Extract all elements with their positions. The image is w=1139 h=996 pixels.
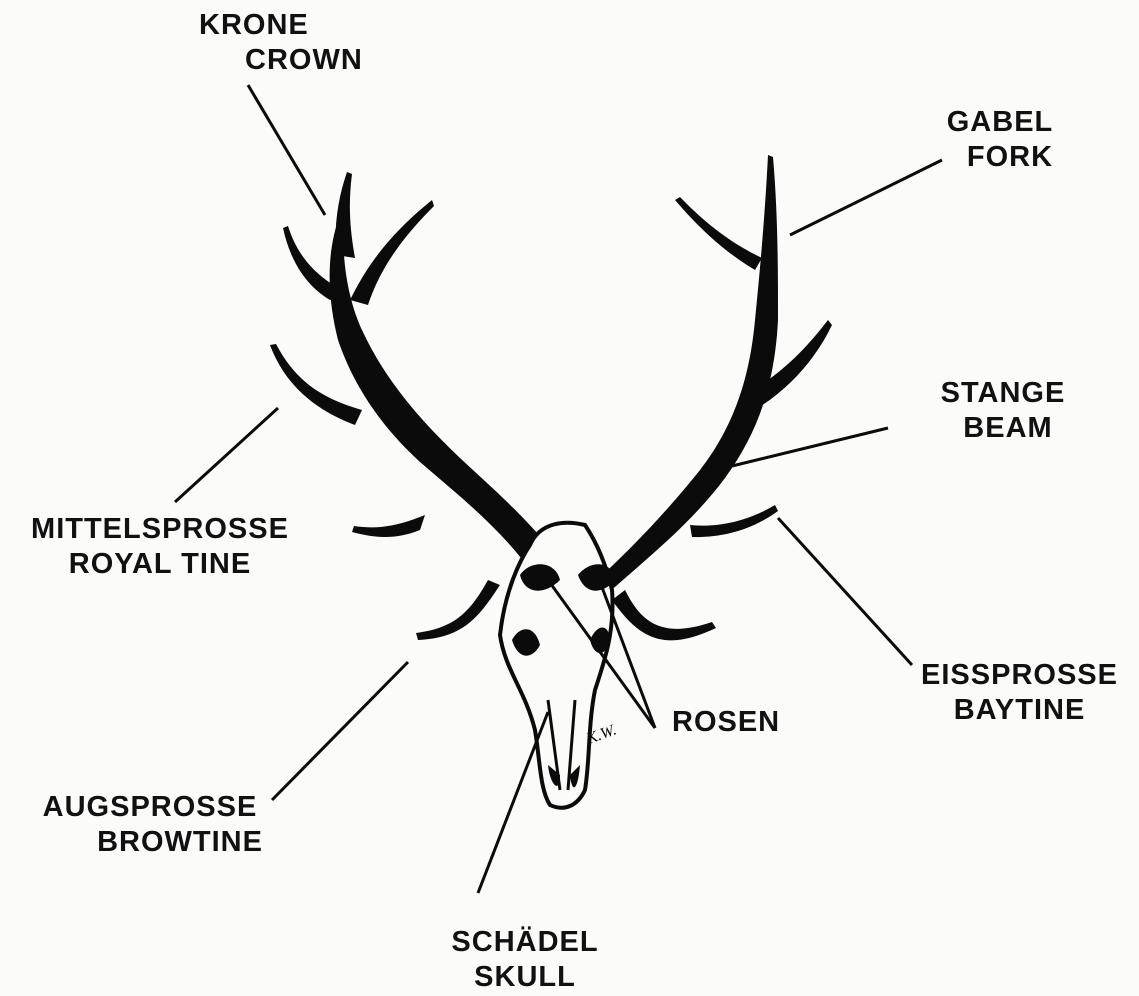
label-beam-de: STANGE (928, 376, 1078, 411)
label-brow-en: BROWTINE (20, 825, 280, 860)
label-crown-en: CROWN (195, 43, 365, 78)
skull (500, 523, 615, 808)
fork-leader (790, 160, 942, 235)
label-beam-en: BEAM (928, 411, 1078, 446)
right-fork-tine (675, 197, 762, 270)
label-brow-de: AUGSPROSSE (20, 790, 280, 825)
label-fork: GABEL FORK (940, 105, 1060, 175)
label-bay-tine: EISSPROSSE BAYTINE (912, 658, 1127, 728)
label-skull-de: SCHÄDEL (440, 925, 610, 960)
beam-leader (732, 428, 888, 466)
left-bay-tine (352, 515, 425, 537)
label-royal-en: ROYAL TINE (10, 547, 310, 582)
label-bay-de: EISSPROSSE (912, 658, 1127, 693)
label-beam: STANGE BEAM (928, 376, 1078, 446)
label-rosen: ROSEN (672, 705, 780, 740)
label-royal-de: MITTELSPROSSE (10, 512, 310, 547)
left-brow-tine (416, 580, 500, 640)
brow-leader (272, 662, 408, 800)
label-fork-en: FORK (940, 140, 1060, 175)
label-skull-en: SKULL (440, 960, 610, 995)
skull-leader (478, 712, 548, 893)
label-brow-tine: AUGSPROSSE BROWTINE (20, 790, 280, 860)
label-skull: SCHÄDEL SKULL (440, 925, 610, 995)
label-bay-en: BAYTINE (912, 693, 1127, 728)
right-brow-tine (612, 590, 716, 640)
left-crown-tine-middle (335, 172, 355, 258)
label-crown-de: KRONE (195, 8, 365, 43)
label-crown: KRONE CROWN (195, 8, 365, 78)
left-crown-tine-inner (350, 200, 434, 305)
crown-leader (248, 85, 325, 215)
right-beam (575, 155, 778, 600)
right-antler (575, 155, 832, 640)
bay-leader (778, 518, 912, 665)
label-royal-tine: MITTELSPROSSE ROYAL TINE (10, 512, 310, 582)
label-rosen-de: ROSEN (672, 705, 780, 740)
right-bay-tine (690, 505, 778, 537)
royal-leader (175, 408, 278, 502)
label-fork-de: GABEL (940, 105, 1060, 140)
